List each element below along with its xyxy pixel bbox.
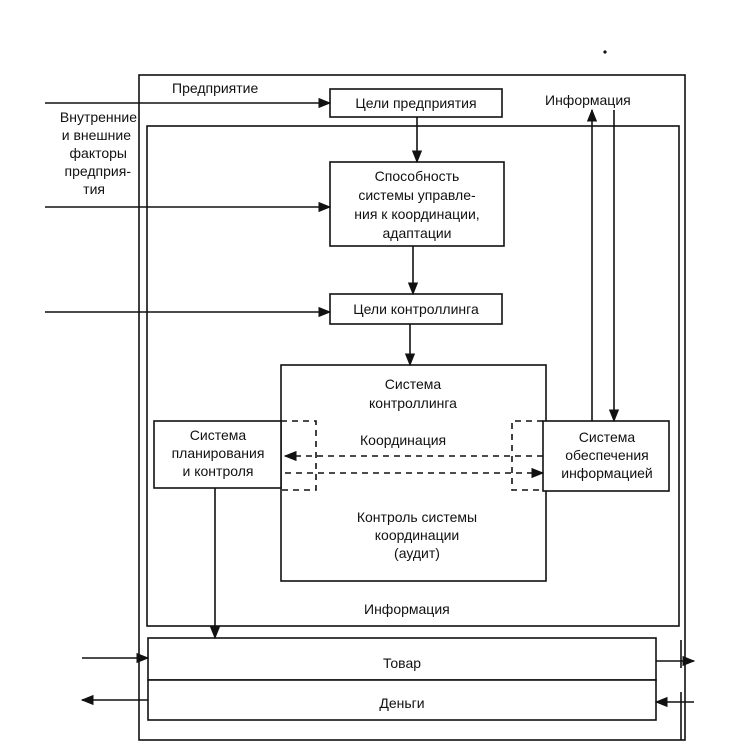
capability-line-3: ния к координации, <box>354 206 479 222</box>
controlling-goals-label: Цели контроллинга <box>353 301 479 317</box>
planning-line-1: Система <box>190 427 247 443</box>
audit-line-3: (аудит) <box>394 545 440 561</box>
goods-box <box>147 637 657 681</box>
audit-line-1: Контроль системы <box>357 509 477 525</box>
left-dashed-bracket <box>281 420 317 491</box>
planning-box <box>153 420 282 489</box>
goods-label: Товар <box>383 655 421 671</box>
stray-dot <box>603 50 607 54</box>
planning-line-2: планирования <box>172 445 265 461</box>
enterprise-frame <box>138 74 686 741</box>
enterprise-label: Предприятие <box>172 80 258 96</box>
factors-line-4: предприя- <box>65 163 132 179</box>
controlling-goals-box <box>329 293 503 325</box>
enterprise-goals-label: Цели предприятия <box>355 95 476 111</box>
info-support-line-2: обеспечения <box>565 447 649 463</box>
inner-frame <box>146 125 680 627</box>
capability-line-1: Способность <box>375 168 460 184</box>
money-label: Деньги <box>379 695 424 711</box>
planning-line-3: и контроля <box>183 463 254 479</box>
controlling-system-box <box>280 364 547 582</box>
coordination-label: Координация <box>360 432 446 448</box>
info-support-line-1: Система <box>579 429 636 445</box>
audit-line-2: координации <box>375 527 460 543</box>
controlling-system-line-1: Система <box>385 376 442 392</box>
factors-line-5: тия <box>83 181 105 197</box>
info-top-label: Информация <box>545 92 631 108</box>
capability-line-2: системы управле- <box>358 187 476 203</box>
factors-line-3: факторы <box>70 145 127 161</box>
factors-line-1: Внутренние <box>60 109 137 125</box>
info-bottom-label: Информация <box>364 601 450 617</box>
info-support-box <box>542 420 670 492</box>
factors-label: Внутренние и внешние факторы предприя- т… <box>60 109 137 197</box>
capability-line-4: адаптации <box>382 225 451 241</box>
factors-line-2: и внешние <box>62 127 131 143</box>
enterprise-goals-box <box>329 88 503 118</box>
controlling-system-line-2: контроллинга <box>369 395 457 411</box>
right-dashed-bracket <box>511 420 543 491</box>
info-support-line-3: информацией <box>561 465 653 481</box>
